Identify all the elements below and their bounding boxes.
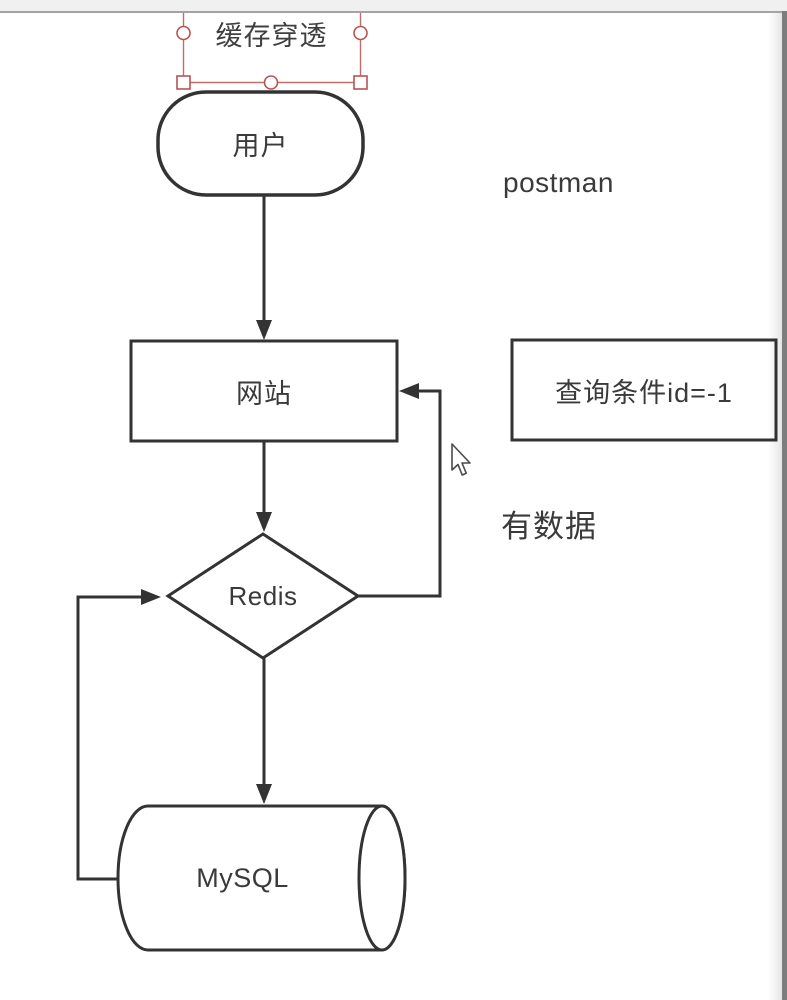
selection-handle-left-circle[interactable]	[176, 25, 191, 41]
window-top-bar-border	[0, 11, 787, 13]
edge-mysql-redis-return[interactable]	[76, 595, 144, 881]
mouse-cursor-icon	[451, 443, 471, 476]
website-rect-shape[interactable]	[129, 339, 399, 443]
selection-handle-bottom-right-square[interactable]	[353, 75, 368, 90]
arrowhead-into-redis-top	[256, 512, 272, 532]
mysql-cylinder-cap[interactable]	[357, 804, 407, 952]
arrowhead-into-redis-left	[141, 589, 161, 605]
right-edge-shadow	[768, 13, 782, 1000]
window-right-edge	[782, 11, 787, 1000]
selection-handle-bottom-center-circle[interactable]	[263, 75, 279, 90]
edge-redis-website-return[interactable]	[358, 389, 442, 598]
selected-title-label[interactable]: 缓存穿透	[215, 20, 328, 51]
arrowhead-into-website-top	[256, 320, 272, 340]
query-condition-box[interactable]	[510, 338, 778, 442]
redis-diamond-shape[interactable]	[165, 532, 361, 660]
edge-group	[76, 196, 442, 881]
arrowhead-into-website-right	[399, 383, 419, 399]
window-top-bar	[0, 0, 787, 11]
node-redis-label[interactable]: Redis	[228, 580, 298, 611]
selection-handle-bottom-left-square[interactable]	[176, 75, 191, 90]
node-mysql-label[interactable]: MySQL	[196, 862, 289, 893]
node-user-label[interactable]: 用户	[232, 131, 289, 161]
selection-overlay	[176, 13, 368, 90]
annotation-query-condition[interactable]: 查询条件id=-1	[555, 377, 733, 408]
user-stadium-shape[interactable]	[156, 90, 365, 197]
arrowheads	[141, 320, 419, 804]
selection-handle-right-circle[interactable]	[353, 25, 368, 41]
annotation-postman[interactable]: postman	[503, 167, 614, 198]
annotation-has-data[interactable]: 有数据	[501, 509, 597, 544]
node-website-label[interactable]: 网站	[236, 378, 292, 409]
arrowhead-into-mysql-top	[256, 784, 272, 804]
